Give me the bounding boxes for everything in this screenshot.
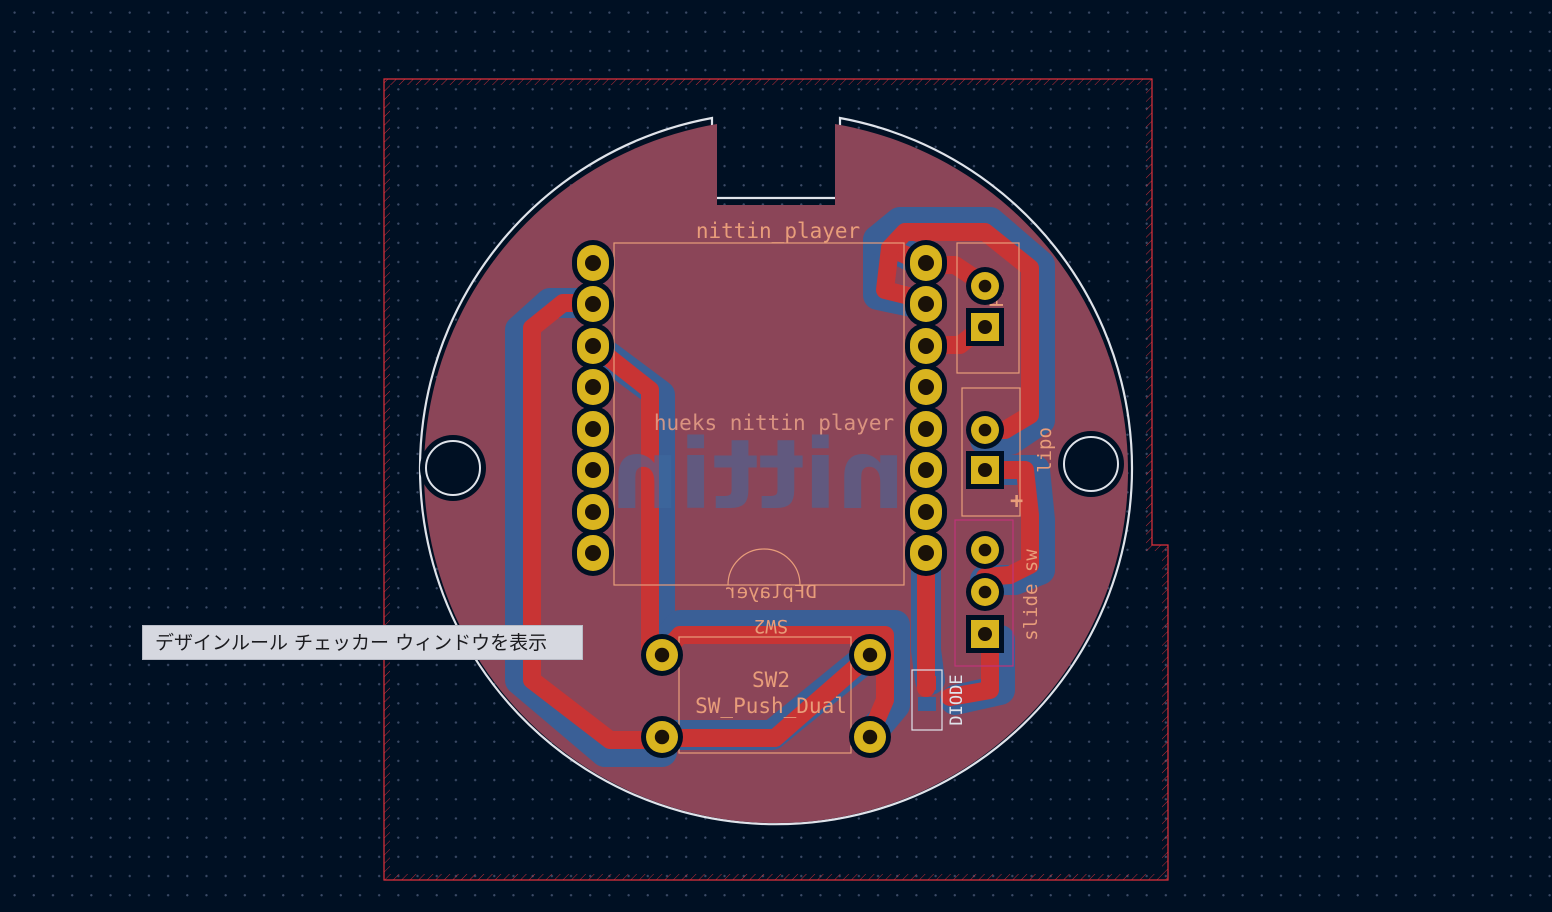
footprint-outlines (613, 242, 1021, 754)
sw-pad-3-drill (654, 729, 670, 745)
lipo-pad-2-drill (978, 463, 992, 477)
right-header-pad-1-drill (918, 255, 934, 271)
left-header-pad-4-drill (585, 379, 601, 395)
plus-mark: + (1010, 489, 1023, 514)
slide-pad-2-drill (978, 585, 992, 599)
sw-pad-2-drill (862, 647, 878, 663)
lipo-text: lipo (1034, 427, 1056, 473)
left-header-pad-1-drill (585, 255, 601, 271)
right-header-pad-7-drill (918, 504, 934, 520)
lipo-pad-1-drill (978, 423, 992, 437)
svg-text:nittin: nittin (611, 419, 905, 531)
diode-text: DIODE (947, 674, 967, 725)
right-header-pad-4-drill (918, 379, 934, 395)
right-header-pad-3-drill (918, 338, 934, 354)
slide-sw-text: slide sw (1020, 549, 1042, 641)
left-header-pad-2-drill (585, 296, 601, 312)
board-edge (418, 116, 1134, 826)
mounting-holes (420, 431, 1124, 501)
sw-ref-text: SW2 (752, 668, 790, 692)
left-header-pad-8-drill (585, 545, 601, 561)
diode-pad-1 (918, 676, 936, 690)
board-title-text: nittin_player (696, 219, 860, 243)
left-header-pad-6-drill (585, 462, 601, 478)
slide-pad-1-drill (978, 543, 992, 557)
right-header-pad-2-drill (918, 296, 934, 312)
sw-value-text: SW_Push_Dual (695, 694, 847, 718)
pads (572, 240, 1004, 758)
slide-pad-3-drill (978, 627, 992, 641)
left-header-pad-7-drill (585, 504, 601, 520)
drc-tooltip: デザインルール チェッカー ウィンドウを表示 (142, 625, 583, 660)
nittin-logo: nittin (611, 419, 905, 531)
left-header-pad-5-drill (585, 421, 601, 437)
courtyard-outline (383, 78, 1169, 881)
dfplayer-text: DFplayer (725, 581, 817, 603)
back-name-text: hueks nittin player (654, 411, 894, 435)
sp-pad-2-drill (978, 320, 992, 334)
sw-pad-4-drill (862, 729, 878, 745)
sw-pad-1-drill (654, 647, 670, 663)
diode-pad-2 (918, 697, 936, 711)
right-header-pad-8-drill (918, 545, 934, 561)
right-header-pad-5-drill (918, 421, 934, 437)
sw-ref-mirrored-text: SW2 (754, 615, 788, 637)
left-header-pad-3-drill (585, 338, 601, 354)
silkscreen-text: nittin_player hueks nittin player SW2 SW… (654, 219, 1056, 726)
sp-pad-1-drill (978, 279, 992, 293)
right-header-pad-6-drill (918, 462, 934, 478)
